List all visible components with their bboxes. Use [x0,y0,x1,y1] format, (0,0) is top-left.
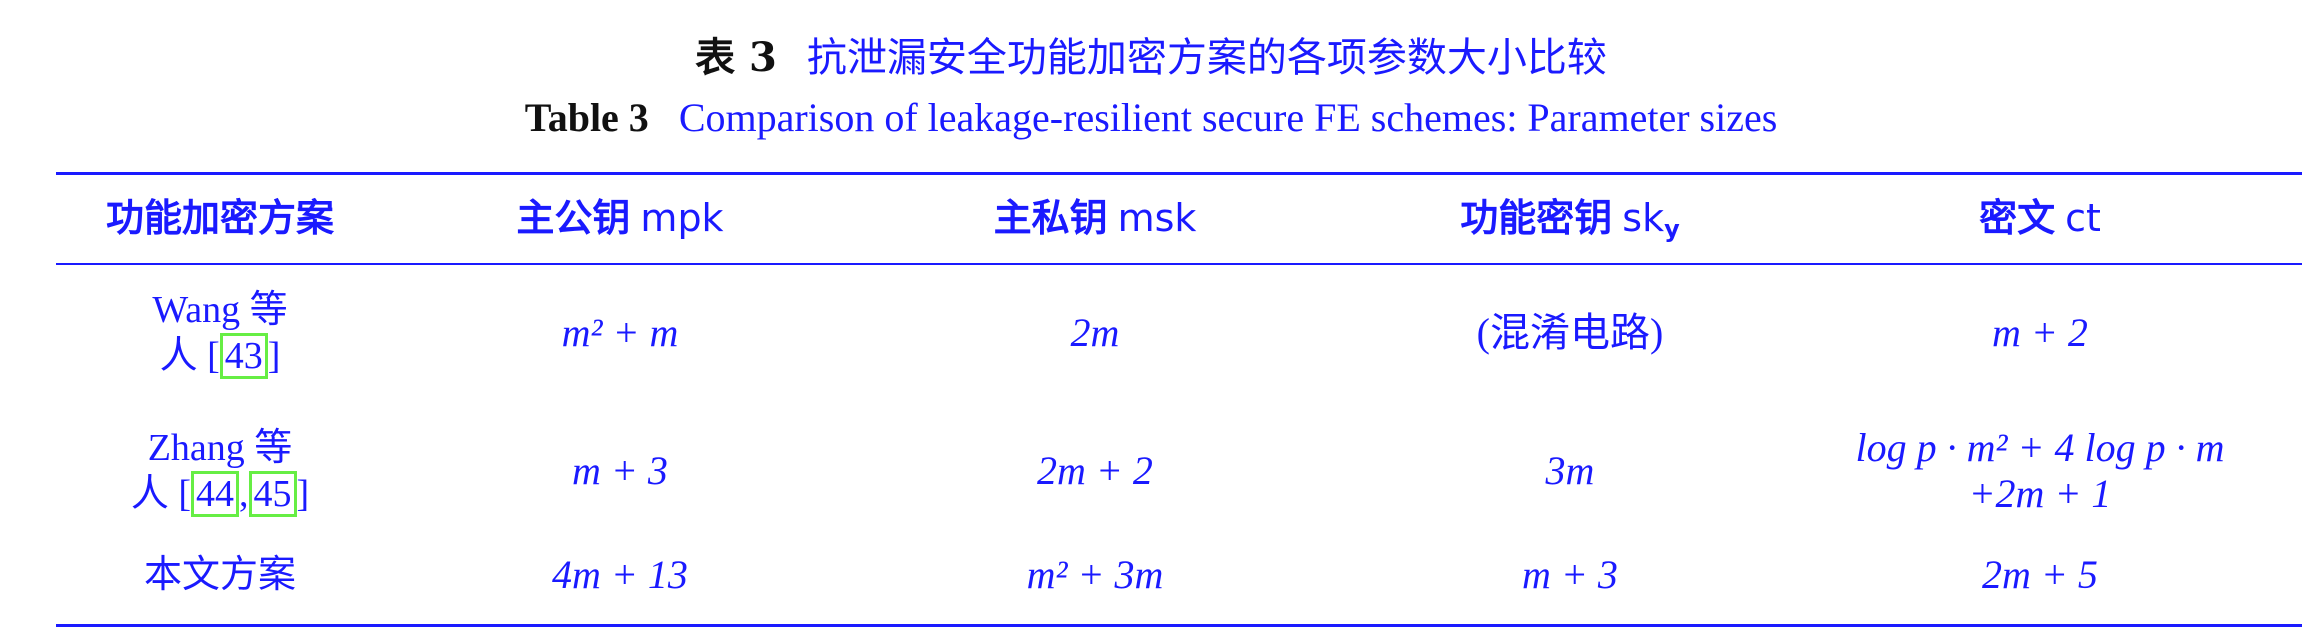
scheme-name-line1: Wang 等 [152,289,288,331]
table-label-english: Table 3 [524,95,649,140]
header-msk-symbol: msk [1117,196,1197,240]
table-row-1-sky: (混淆电路) [1476,310,1664,355]
table-row-1-scheme: Wang 等 人 [43] [60,287,380,379]
ct-formula-line1: log p · m² + 4 log p · m [1855,425,2225,470]
table-row-1-mpk: m² + m [561,310,679,355]
table-top-rule [56,172,2302,175]
table-row-1-msk: 2m [1070,310,1120,355]
header-ct-symbol: ct [2065,196,2101,240]
header-sky-subscript: y [1664,215,1680,243]
header-sky-symbol: sk [1622,196,1665,240]
citation-link[interactable]: 44 [191,471,239,517]
citation-link[interactable]: 45 [248,471,297,517]
citation-link[interactable]: 43 [219,333,268,379]
table-title-chinese: 抗泄漏安全功能加密方案的各项参数大小比较 [806,35,1607,81]
table-row-3-scheme: 本文方案 [143,554,296,596]
table-row-1-ct: m + 2 [1992,310,2088,355]
scheme-name-prefix: 人 [ [159,335,220,377]
table-row-2-sky: 3m [1545,448,1595,493]
table-caption-english: Table 3 Comparison of leakage-resilient s… [0,88,2302,148]
scheme-name-line2: 人 [44,45] [60,471,380,517]
ct-formula-line2: +2m + 1 [1968,471,2112,516]
header-scheme: 功能加密方案 [60,190,380,246]
table-header-rule [56,263,2302,265]
table-row-3-mpk: 4m + 13 [552,552,688,597]
scheme-name-suffix: ] [296,473,310,515]
table-row-2-scheme: Zhang 等 人 [44,45] [60,425,380,517]
header-msk-zh: 主私钥 [993,196,1108,240]
table-row-3-ct: 2m + 5 [1982,552,2098,597]
table-row-2-msk: 2m + 2 [1037,448,1153,493]
table-row-3-msk: m² + 3m [1026,552,1164,597]
table-title-english: Comparison of leakage-resilient secure F… [678,95,1778,140]
scheme-name-line2: 人 [43] [60,333,380,379]
header-ct-zh: 密文 [1979,196,2056,240]
header-sky-zh: 功能密钥 [1460,196,1613,240]
scheme-name-line1: Zhang 等 [147,427,293,469]
header-scheme-label: 功能加密方案 [105,196,334,240]
scheme-name-prefix: 人 [ [130,473,191,515]
table-bottom-rule [56,624,2302,627]
table-row-3-sky: m + 3 [1522,552,1618,597]
table-row-2-mpk: m + 3 [572,448,668,493]
table-label-chinese: 表 3 [695,34,777,81]
header-mpk-zh: 主公钥 [516,196,631,240]
table-caption-chinese: 表 3 抗泄漏安全功能加密方案的各项参数大小比较 [0,28,2302,88]
header-mpk-symbol: mpk [640,196,724,240]
citation-separator: , [239,473,249,515]
table-row-2-ct: log p · m² + 4 log p · m +2m + 1 [1790,425,2290,517]
scheme-name-suffix: ] [267,335,281,377]
